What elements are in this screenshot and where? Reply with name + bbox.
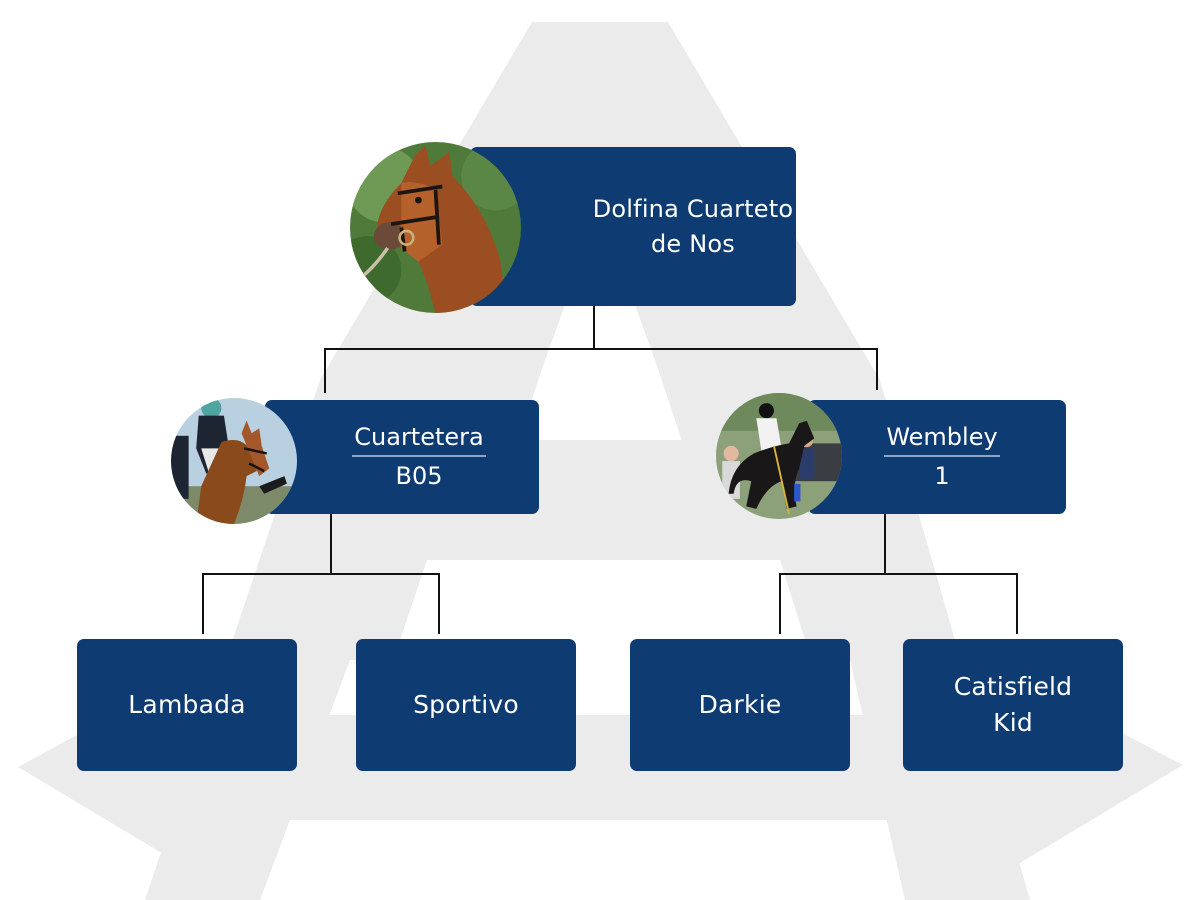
horse-photo-root: [350, 142, 521, 313]
node-root-name-line2: de Nos: [651, 229, 735, 258]
node-grandparent-sportivo: Sportivo: [356, 639, 576, 771]
node-grandparent-lambada: Lambada: [77, 639, 297, 771]
node-wembley-name: Wembley: [884, 421, 1000, 457]
node-cuartetera-suffix: B05: [395, 462, 443, 490]
node-catisfield-name-line1: Catisfield: [953, 672, 1073, 701]
connector-wembley-to-parents: [779, 514, 1018, 634]
horse-photo-cuartetera: [171, 398, 297, 524]
node-grandparent-catisfield-kid: Catisfield Kid: [903, 639, 1123, 771]
node-root-dolfina-cuarteto-de-nos: Dolfina Cuarteto de Nos: [470, 147, 796, 306]
chestnut-horse-portrait-icon: [350, 142, 521, 313]
connector-cuartetera-to-parents: [202, 514, 440, 634]
node-root-name-line1: Dolfina Cuarteto: [592, 194, 794, 223]
node-catisfield-name-line2: Kid: [993, 708, 1033, 737]
horse-photo-wembley: [716, 393, 842, 519]
node-parent-wembley-1: Wembley 1: [808, 400, 1066, 514]
node-wembley-suffix: 1: [934, 462, 950, 490]
node-parent-cuartetera-b05: Cuartetera B05: [265, 400, 539, 514]
polo-player-chestnut-horse-icon: [171, 398, 297, 524]
connector-root-to-parents: [324, 306, 878, 393]
node-cuartetera-name: Cuartetera: [352, 421, 486, 457]
node-darkie-name: Darkie: [698, 690, 782, 719]
node-sportivo-name: Sportivo: [413, 690, 519, 719]
polo-player-black-horse-icon: [716, 393, 842, 519]
node-grandparent-darkie: Darkie: [630, 639, 850, 771]
node-lambada-name: Lambada: [128, 690, 246, 719]
watermark-inner-opening: [400, 560, 805, 640]
